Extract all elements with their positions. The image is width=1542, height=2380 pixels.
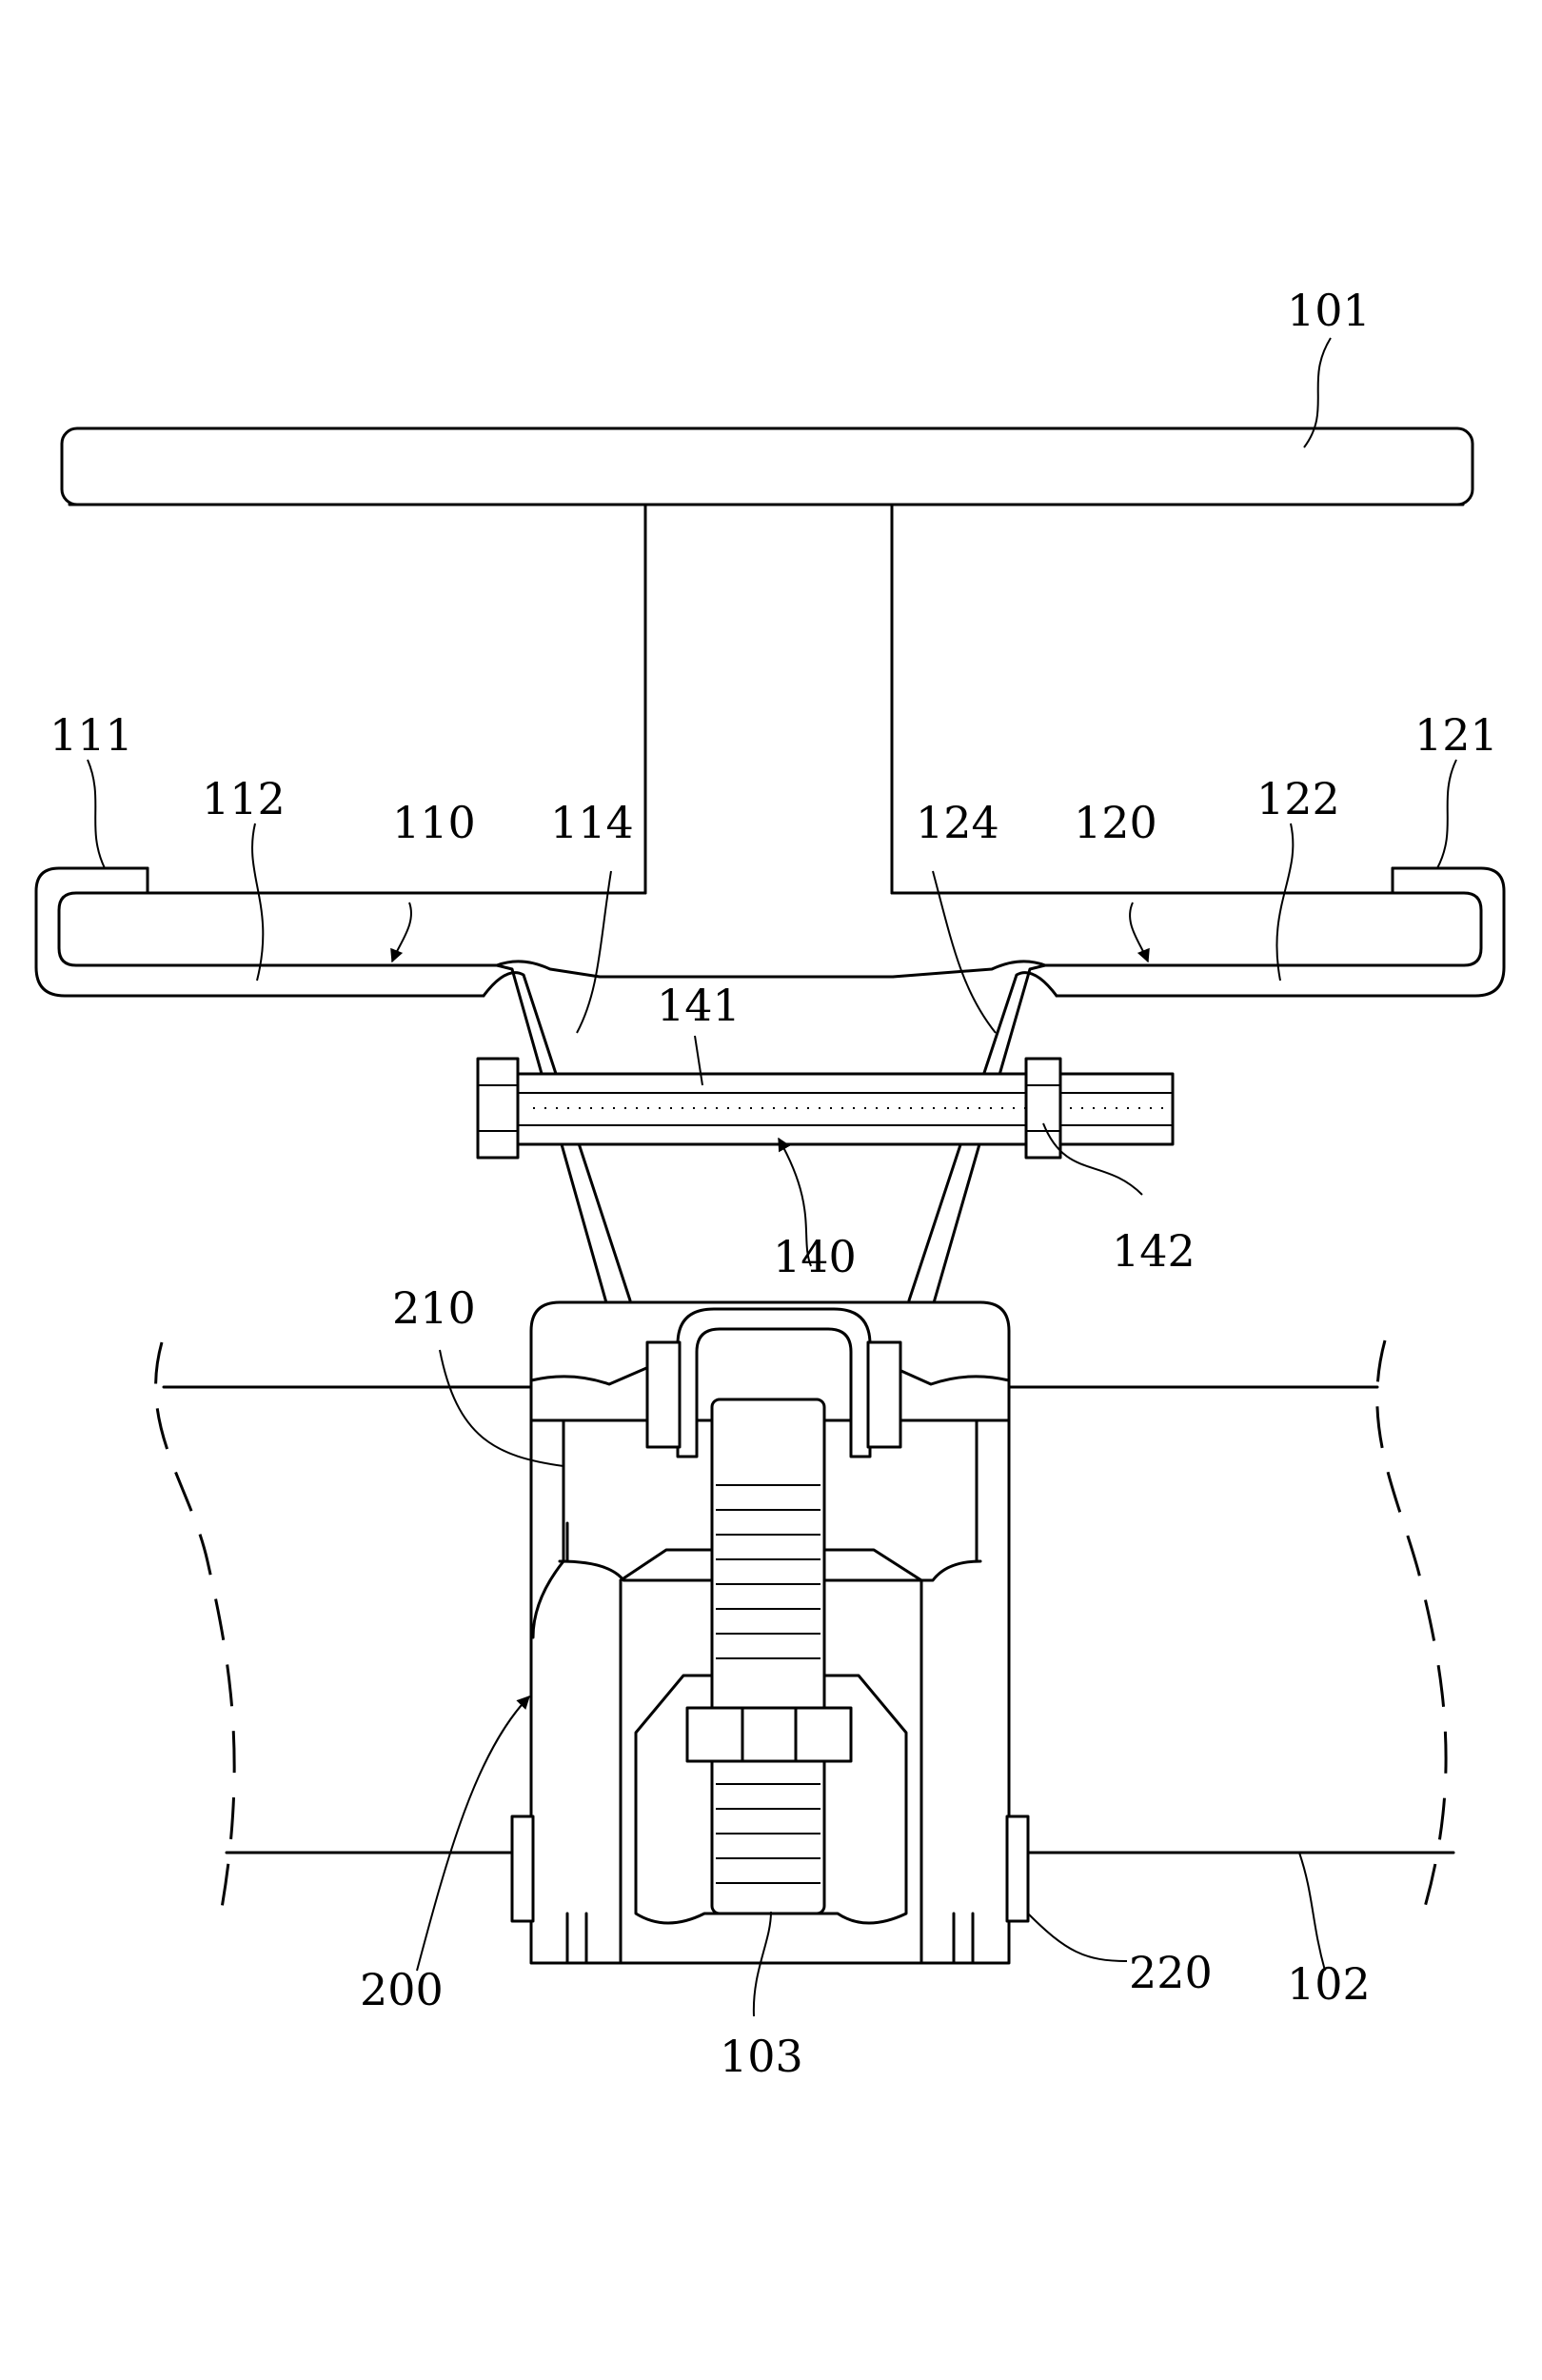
label-110: 110 bbox=[392, 797, 476, 848]
label-111: 111 bbox=[49, 709, 133, 761]
leader-lines bbox=[87, 337, 1457, 2017]
central-bolt-103 bbox=[685, 1398, 853, 1915]
nut-142 bbox=[1024, 1057, 1062, 1160]
label-200: 200 bbox=[360, 1964, 444, 2015]
right-clamp-plate-120 bbox=[890, 866, 1506, 1308]
label-122: 122 bbox=[1256, 773, 1340, 824]
label-121: 121 bbox=[1414, 709, 1498, 761]
label-142: 142 bbox=[1112, 1225, 1196, 1277]
label-141: 141 bbox=[657, 980, 741, 1031]
label-112: 112 bbox=[202, 773, 286, 824]
u-hook bbox=[645, 1307, 902, 1458]
jaw-220 bbox=[510, 1815, 1030, 1965]
label-102: 102 bbox=[1287, 1958, 1371, 2010]
label-120: 120 bbox=[1074, 797, 1157, 848]
left-clamp-plate-110 bbox=[34, 866, 895, 1308]
label-220: 220 bbox=[1129, 1947, 1213, 1998]
reference-arrows bbox=[390, 902, 1150, 1972]
label-140: 140 bbox=[773, 1231, 857, 1282]
bolt-head bbox=[476, 1057, 520, 1160]
tension-bolt-140 bbox=[514, 1072, 1175, 1146]
upper-beam-101 bbox=[60, 426, 1474, 895]
reference-labels: 101 111 112 110 114 124 120 122 121 141 … bbox=[49, 285, 1498, 2082]
lower-member-102 bbox=[154, 1339, 1455, 1914]
jaw-210 bbox=[531, 1521, 569, 1639]
label-124: 124 bbox=[916, 797, 999, 848]
label-101: 101 bbox=[1287, 285, 1371, 336]
label-103: 103 bbox=[720, 2031, 803, 2082]
label-210: 210 bbox=[392, 1282, 476, 1334]
label-114: 114 bbox=[550, 797, 634, 848]
